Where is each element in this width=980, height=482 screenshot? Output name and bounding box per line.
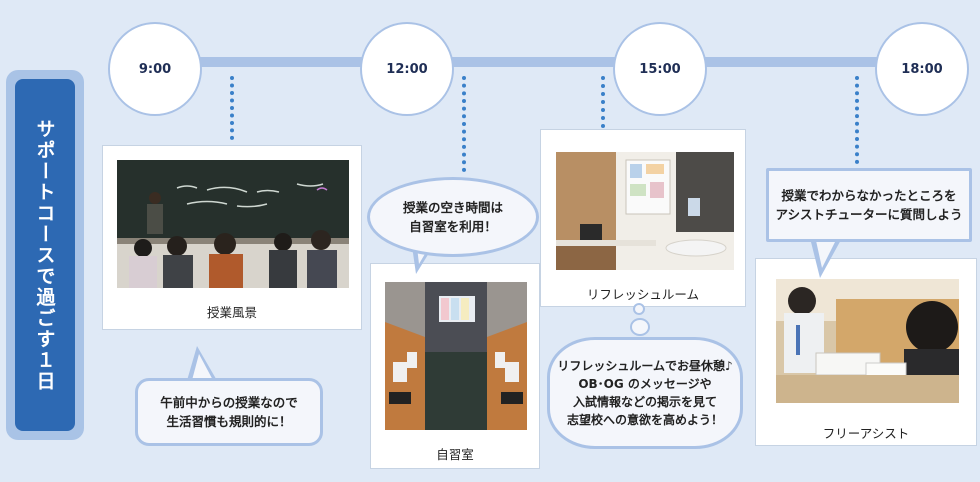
timeline-connector-4 [855,76,859,164]
assist-bubble: 授業でわからなかったところを アシストチューターに質問しよう [766,168,972,242]
assist-bubble-line2: アシストチューターに質問しよう [775,207,963,222]
thought-dot-small [633,303,645,315]
study-bubble: 授業の空き時間は 自習室を利用！ [367,177,539,257]
study-photo [385,282,527,430]
lesson-caption: 授業風景 [206,305,257,320]
time-label: 15:00 [639,61,681,77]
time-label: 12:00 [386,61,428,77]
morning-bubble: 午前中からの授業なので 生活習慣も規則的に！ [135,378,323,446]
refresh-photo [556,152,734,270]
timeline-connector-3 [601,76,605,128]
refresh-bubble-line3: 入試情報などの掲示を見て [572,395,717,409]
lesson-photo [117,160,349,288]
thought-dot-large [630,318,650,336]
refresh-bubble-line1: リフレッシュルームでお昼休憩♪ [557,359,733,373]
lesson-card: 授業風景 [102,145,362,330]
assist-photo [776,279,959,403]
refresh-caption: リフレッシュルーム [586,287,700,302]
timeline-connector-1 [230,76,234,140]
morning-bubble-line2: 生活習慣も規則的に！ [166,414,292,429]
study-bubble-line1: 授業の空き時間は [402,200,503,215]
timeline-line [150,57,925,67]
refresh-card: リフレッシュルーム [540,129,746,307]
timeline-connector-2 [462,76,466,172]
sidebar-tab: サポートコースで過ごす１日 [15,79,75,431]
study-card: 自習室 [370,263,540,469]
refresh-bubble: リフレッシュルームでお昼休憩♪ OB･OG のメッセージや 入試情報などの掲示を… [547,337,743,449]
time-circle-1500: 15:00 [613,22,707,116]
refresh-bubble-line4: 志望校への意欲を高めよう！ [566,413,723,427]
time-circle-1200: 12:00 [360,22,454,116]
assist-card: フリーアシスト [755,258,977,446]
time-circle-0900: 9:00 [108,22,202,116]
sidebar-title: サポートコースで過ごす１日 [33,118,56,392]
assist-bubble-tail-fill [815,236,838,268]
morning-bubble-line1: 午前中からの授業なので [160,395,298,410]
time-circle-1800: 18:00 [875,22,969,116]
time-label: 18:00 [901,61,943,77]
assist-caption: フリーアシスト [822,426,910,441]
refresh-bubble-line2: OB･OG のメッセージや [578,377,712,391]
study-bubble-line2: 自習室を利用！ [409,219,497,234]
time-label: 9:00 [138,61,172,77]
assist-bubble-line1: 授業でわからなかったところを [781,188,957,203]
study-caption: 自習室 [436,447,474,462]
